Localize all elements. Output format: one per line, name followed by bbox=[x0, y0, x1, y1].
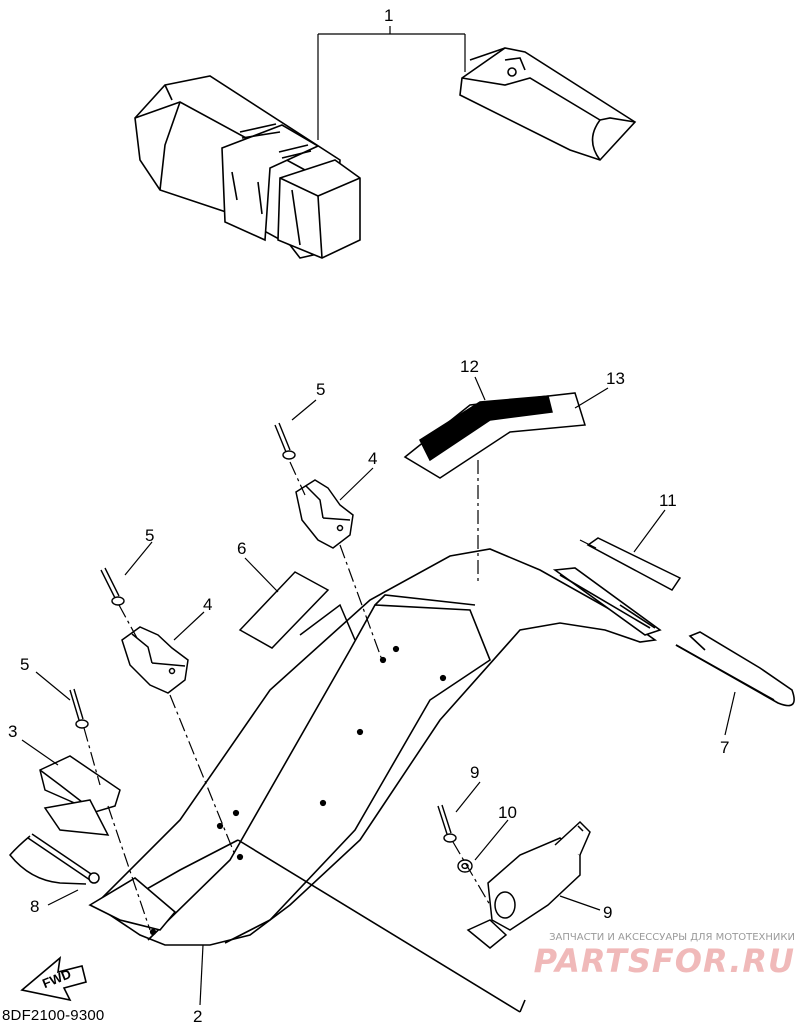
callout-11: 10 bbox=[498, 803, 517, 822]
callout-7: 7 bbox=[720, 738, 729, 757]
part-13-14-stripe-decal bbox=[403, 392, 586, 479]
part-7-rod bbox=[675, 631, 795, 707]
part-1-tool-kit bbox=[134, 47, 637, 259]
callout-2: 2 bbox=[193, 1007, 202, 1025]
callout-4-lower: 4 bbox=[203, 595, 212, 614]
callout-5-left: 5 bbox=[20, 655, 29, 674]
callout-numbers: 1 12 13 5 4 11 5 6 4 5 3 7 9 10 8 9 2 bbox=[8, 6, 729, 1025]
diagram-part-code: 8DF2100-9300 bbox=[2, 1007, 105, 1024]
watermark-logo: PARTSFOR.RU bbox=[533, 942, 795, 980]
part-5-screws bbox=[69, 422, 473, 873]
fwd-arrow: FWD bbox=[20, 956, 87, 1002]
part-4-clip-upper bbox=[295, 479, 354, 549]
leader-lines bbox=[21, 26, 736, 1006]
callout-10: 9 bbox=[470, 763, 479, 782]
callout-14: 13 bbox=[606, 369, 625, 388]
callout-6: 6 bbox=[237, 539, 246, 558]
callout-9: 9 bbox=[603, 903, 612, 922]
callout-5-upper: 5 bbox=[316, 380, 325, 399]
part-4-clip-lower bbox=[121, 626, 189, 694]
callout-13: 12 bbox=[460, 357, 479, 376]
callout-12: 11 bbox=[659, 491, 677, 510]
callout-3: 3 bbox=[8, 722, 17, 741]
part-8-pin bbox=[9, 833, 100, 885]
watermark-caption: ЗАПЧАСТИ И АКСЕССУАРЫ ДЛЯ МОТОТЕХНИКИ bbox=[549, 932, 795, 943]
part-12-strip bbox=[586, 537, 682, 591]
part-3-bracket bbox=[39, 755, 121, 836]
callout-8: 8 bbox=[30, 897, 39, 916]
part-2-rear-fender bbox=[88, 548, 662, 1013]
part-9-bracket bbox=[466, 820, 591, 949]
callout-5-mid: 5 bbox=[145, 526, 154, 545]
callout-4-upper: 4 bbox=[368, 449, 377, 468]
watermark: ЗАПЧАСТИ И АКСЕССУАРЫ ДЛЯ МОТОТЕХНИКИ PA… bbox=[500, 932, 795, 980]
callout-1: 1 bbox=[384, 6, 393, 25]
